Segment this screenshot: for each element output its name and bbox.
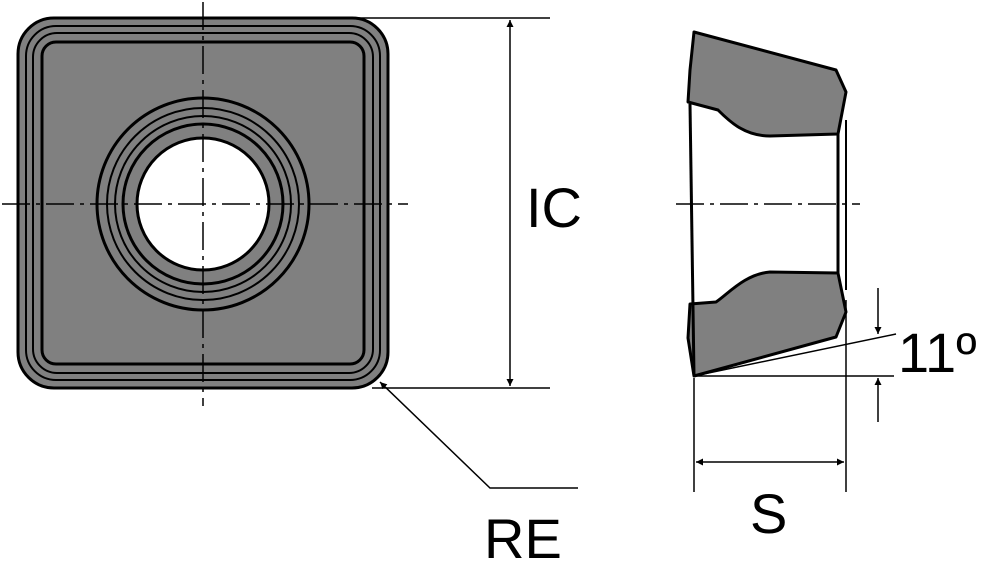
re-leader: RE (379, 381, 578, 570)
angle-label: 11º (898, 321, 977, 384)
re-leader-line (379, 381, 578, 489)
side-bore-left (688, 103, 696, 377)
s-label: S (750, 482, 787, 545)
side-top-section (686, 30, 848, 138)
s-dimension: S (693, 300, 847, 545)
re-label: RE (484, 507, 562, 570)
angle-flank-line (693, 333, 897, 377)
ic-label: IC (526, 176, 582, 239)
ic-dimension: IC (354, 17, 582, 389)
angle-dimension: 11º (693, 288, 977, 422)
insert-side-view (676, 30, 860, 378)
insert-top-view (2, 2, 408, 406)
